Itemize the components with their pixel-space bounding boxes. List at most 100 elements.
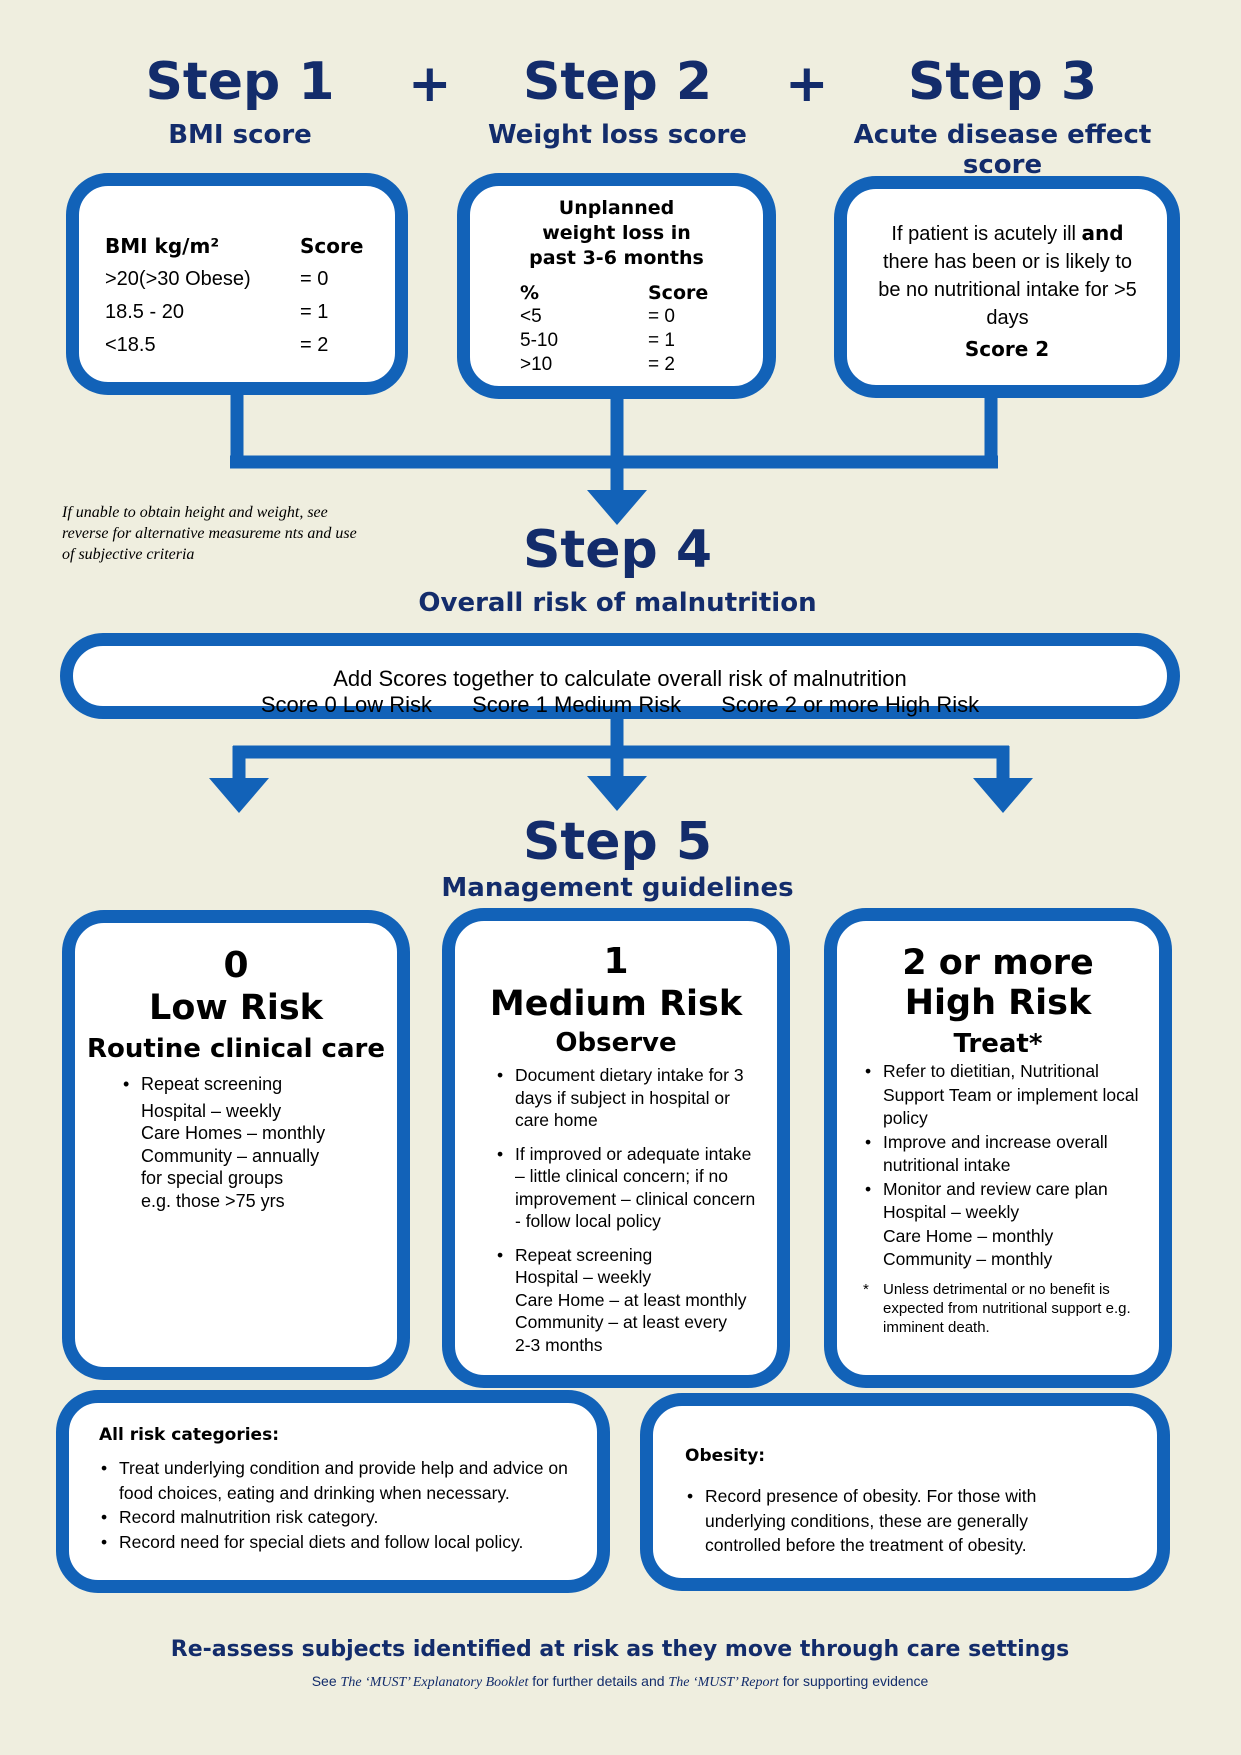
- acute-disease-text: If patient is acutely ill and there has …: [875, 219, 1140, 332]
- high-risk-line: Care Home – monthly: [883, 1225, 1054, 1246]
- all-risk-bullet: Record malnutrition risk category.: [99, 1505, 569, 1530]
- bmi-row: 18.5 - 20 = 1: [105, 296, 365, 329]
- footer-mid: for further details and: [528, 1673, 669, 1689]
- medium-risk-line: Hospital – weekly: [515, 1267, 652, 1287]
- step1-title: Step 1: [145, 52, 335, 112]
- arrow-low: [209, 778, 269, 813]
- low-risk-line: Care Homes – monthly: [141, 1123, 326, 1143]
- medium-risk-bullet: If improved or adequate intake – little …: [495, 1143, 765, 1233]
- obesity-bullet: Record presence of obesity. For those wi…: [685, 1484, 1075, 1558]
- weight-loss-score: = 0: [648, 306, 675, 327]
- score-header: Score: [648, 282, 709, 304]
- all-risk-title: All risk categories:: [99, 1425, 279, 1445]
- height-weight-note: If unable to obtain height and weight, s…: [62, 504, 357, 563]
- heading-line: past 3-6 months: [529, 247, 704, 269]
- low-risk-box: 0 Low Risk Routine clinical care Repeat …: [62, 910, 410, 1380]
- step2-subtitle: Weight loss score: [488, 120, 747, 150]
- low-risk-name: Low Risk: [149, 988, 323, 1028]
- high-risk-guidelines: Refer to dietitian, Nutritional Support …: [863, 1060, 1143, 1337]
- low-risk-line: Community – annually: [141, 1145, 320, 1166]
- step3-subtitle: Acute disease effect score: [853, 120, 1152, 180]
- footer-end: for supporting evidence: [778, 1673, 929, 1689]
- all-risk-bullet: Treat underlying condition and provide h…: [99, 1456, 569, 1505]
- heading-line: Unplanned: [558, 197, 675, 219]
- weight-loss-header: % Score: [520, 281, 720, 305]
- footer-see: See: [311, 1673, 341, 1689]
- medium-risk-box: 1 Medium Risk Observe Document dietary i…: [442, 908, 790, 1388]
- high-risk-line: Hospital – weekly: [883, 1202, 1020, 1222]
- weight-loss-box: Unplanned weight loss in past 3-6 months…: [457, 173, 776, 399]
- weight-loss-row: 5-10 = 1: [520, 329, 720, 353]
- weight-loss-score: = 1: [648, 330, 675, 351]
- low-risk-line: Hospital – weekly: [141, 1100, 282, 1121]
- footer-report: The ‘MUST’ Report: [668, 1675, 779, 1690]
- high-risk-number: 2 or more: [902, 943, 1094, 983]
- weight-loss-range: <5: [520, 306, 542, 327]
- medium-risk-bullet: Document dietary intake for 3 days if su…: [495, 1064, 765, 1132]
- step5-subtitle: Management guidelines: [441, 873, 794, 903]
- bmi-range: <18.5: [105, 334, 156, 356]
- weight-loss-row: <5 = 0: [520, 305, 720, 329]
- medium-risk-number: 1: [603, 941, 629, 982]
- acute-text-part: there has been or is likely to be no nut…: [878, 251, 1137, 329]
- medium-risk-bullet: Repeat screening: [495, 1244, 765, 1267]
- weight-loss-heading: Unplanned weight loss in past 3-6 months: [470, 196, 763, 271]
- low-risk-number: 0: [223, 945, 249, 986]
- high-risk-name: High Risk: [904, 983, 1092, 1023]
- arrow-high: [973, 778, 1033, 813]
- acute-text-bold: and: [1081, 221, 1124, 245]
- high-risk-bullet: Improve and increase overall nutritional…: [863, 1131, 1143, 1178]
- bmi-score-box: BMI kg/m² Score >20(>30 Obese) = 0 18.5 …: [66, 173, 408, 395]
- step3-title: Step 3: [907, 52, 1098, 112]
- bmi-score: = 1: [300, 301, 329, 323]
- footer-booklet: The ‘MUST’ Explanatory Booklet: [340, 1675, 529, 1690]
- medium-risk-action: Observe: [555, 1028, 677, 1058]
- footer-reference: See The ‘MUST’ Explanatory Booklet for f…: [150, 1673, 1090, 1691]
- bmi-score: = 0: [300, 268, 329, 290]
- heading-line: weight loss in: [542, 222, 691, 244]
- plus-sign-2: +: [785, 54, 829, 114]
- step5-title: Step 5: [522, 812, 713, 872]
- low-risk-guidelines: Repeat screening Hospital – weekly Care …: [121, 1073, 381, 1212]
- weight-loss-score: = 2: [648, 354, 675, 375]
- acute-score: Score 2: [964, 337, 1050, 361]
- bmi-row: >20(>30 Obese) = 0: [105, 263, 365, 296]
- bmi-row: <18.5 = 2: [105, 329, 365, 362]
- plus-sign-1: +: [408, 54, 452, 114]
- step2-title: Step 2: [522, 52, 713, 112]
- obesity-list: Record presence of obesity. For those wi…: [685, 1484, 1075, 1558]
- high-risk-footnote: * Unless detrimental or no benefit is ex…: [863, 1280, 1143, 1337]
- score-low: Score 0 Low Risk: [260, 692, 433, 717]
- medium-risk-guidelines: Document dietary intake for 3 days if su…: [495, 1064, 765, 1356]
- arrow-to-step4: [587, 490, 647, 525]
- step4-subtitle: Overall risk of malnutrition: [418, 588, 817, 618]
- score-medium: Score 1 Medium Risk: [472, 692, 682, 717]
- high-risk-line: Community – monthly: [883, 1249, 1053, 1269]
- step4-title: Step 4: [522, 520, 713, 580]
- medium-risk-line: Care Home – at least monthly: [515, 1289, 747, 1310]
- overall-risk-scores: Score 0 Low Risk Score 1 Medium Risk Sco…: [73, 692, 1167, 718]
- bmi-header: BMI kg/m² Score: [105, 230, 365, 263]
- weight-loss-range: >10: [520, 354, 553, 375]
- medium-risk-name: Medium Risk: [489, 984, 743, 1024]
- low-risk-bullet: Repeat screening: [121, 1073, 381, 1096]
- bmi-range: >20(>30 Obese): [105, 268, 251, 290]
- low-risk-line: for special groups: [141, 1168, 284, 1188]
- overall-risk-line: Add Scores together to calculate overall…: [333, 666, 907, 691]
- low-risk-line: e.g. those >75 yrs: [141, 1190, 285, 1211]
- weight-loss-row: >10 = 2: [520, 353, 720, 377]
- obesity-title: Obesity:: [685, 1446, 766, 1466]
- medium-risk-line: 2-3 months: [515, 1334, 603, 1355]
- acute-text-part: If patient is acutely ill: [891, 223, 1082, 245]
- step1-subtitle: BMI score: [168, 120, 312, 150]
- all-risk-box: All risk categories: Treat underlying co…: [56, 1390, 610, 1593]
- reassess-message: Re-assess subjects identified at risk as…: [170, 1637, 1070, 1662]
- bmi-header-label: BMI kg/m²: [105, 234, 220, 258]
- all-risk-list: Treat underlying condition and provide h…: [99, 1456, 569, 1554]
- bmi-score: = 2: [300, 334, 329, 356]
- high-risk-bullet: Monitor and review care plan: [863, 1178, 1143, 1202]
- bmi-header-score: Score: [300, 234, 364, 258]
- footnote-mark: *: [863, 1280, 869, 1298]
- percent-header: %: [520, 282, 540, 304]
- obesity-box: Obesity: Record presence of obesity. For…: [640, 1393, 1170, 1591]
